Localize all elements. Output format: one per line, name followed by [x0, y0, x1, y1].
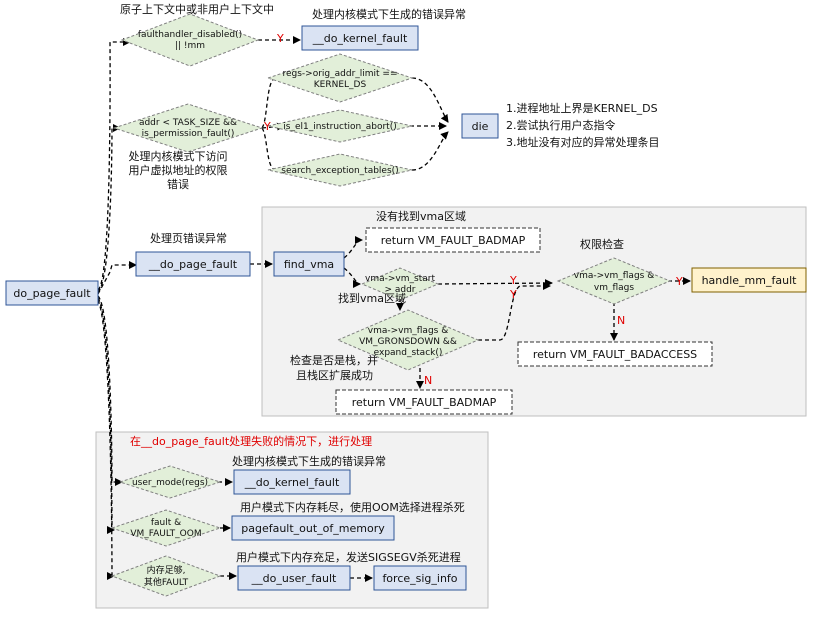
cond-faulthandler-line2: || !mm [175, 41, 205, 51]
force-sig-info-box [373, 565, 467, 591]
cond-oom-line2: VM_FAULT_OOM [130, 529, 201, 539]
page-fault-note: 处理页错误异常 [150, 231, 227, 245]
cond-search-tables-diamond [267, 153, 413, 187]
perm-check-note: 权限检查 [580, 237, 624, 251]
badmap2-label: return VM_FAULT_BADMAP [352, 396, 497, 409]
cond-grows-line1: vma->vm_flags & [368, 326, 448, 336]
badaccess-label: return VM_FAULT_BADACCESS [533, 348, 697, 361]
die-note-3: 3.地址没有对应的异常处理条目 [506, 135, 660, 149]
find-vma-label: find_vma [284, 258, 334, 271]
badmap1-box [365, 227, 541, 253]
cond-orig-line2: KERNEL_DS [314, 80, 367, 90]
cond-user-mode-diamond [118, 465, 222, 499]
handle-mm-fault-label: handle_mm_fault [702, 274, 798, 287]
cond-oom-line1: fault & [151, 518, 181, 528]
die-box [461, 113, 499, 139]
cond-other-line1: 内存足够, [147, 564, 186, 576]
cond-other-line2: 其他FAULT [144, 576, 189, 588]
badmap1-label: return VM_FAULT_BADMAP [381, 234, 526, 247]
cond-user-mode-label: user_mode(regs) [132, 478, 208, 488]
kernel-fault-bottom-note: 处理内核模式下生成的错误异常 [232, 454, 386, 468]
die-note-1: 1.进程地址上界是KERNEL_DS [506, 101, 658, 115]
do-page-fault-inner-box [135, 251, 251, 277]
die-label: die [472, 120, 489, 133]
kernel-fault-top-note: 处理内核模式下生成的错误异常 [312, 7, 466, 21]
do-kernel-fault-bottom-box [233, 469, 351, 495]
found-vma-note: 找到vma区域 [338, 291, 406, 305]
cond-task-size-diamond [112, 103, 264, 153]
yes-label-cond1: Y [276, 32, 284, 45]
cond-grows-line3: expand_stack() [374, 348, 443, 358]
die-note-2: 2.尝试执行用户态指令 [506, 118, 616, 132]
perm-note-3: 错误 [167, 177, 189, 191]
do-user-fault-box [237, 565, 351, 591]
cond-search-label: search_exception_tables() [281, 166, 398, 176]
handle-mm-fault-box [691, 267, 807, 293]
cond-orig-addr-limit-diamond [266, 53, 414, 103]
cond-task-size-line2: is_permission_fault() [142, 129, 235, 139]
no-vma-note: 没有找到vma区域 [376, 209, 466, 223]
force-sig-info-label: force_sig_info [382, 572, 457, 585]
ctx-top-note: 原子上下文中或非用户上下文中 [120, 2, 274, 16]
cond-vm-flags-line2: vm_flags [594, 283, 634, 293]
pagefault-oom-label: pagefault_out_of_memory [241, 522, 385, 535]
do-page-fault-label: do_page_fault [13, 287, 91, 300]
cond-grows-diamond [336, 309, 480, 371]
badaccess-box [517, 341, 713, 367]
find-vma-box [273, 251, 345, 277]
perm-note-2: 用户虚拟地址的权限 [129, 163, 228, 177]
sigsegv-note: 用户模式下内存充足，发送SIGSEGV杀死进程 [236, 550, 461, 564]
fail-header-note: 在__do_page_fault处理失败的情况下，进行处理 [130, 434, 372, 448]
cond-vm-flags-diamond [556, 257, 672, 305]
do-page-fault-inner-label: __do_page_fault [148, 258, 238, 271]
cond-faulthandler-line1: faulthandler_disabled() [138, 30, 242, 40]
yes-label-grows: Y [509, 288, 517, 301]
cond-vm-flags-line1: vma->vm_flags & [574, 271, 654, 281]
no-label-grows: N [424, 374, 432, 387]
cond-other-diamond [110, 555, 222, 597]
yes-label-vmstart: Y [509, 274, 517, 287]
cond-orig-line1: regs->orig_addr_limit == [282, 69, 397, 79]
cond-el1-abort-diamond [267, 109, 413, 143]
stack-note-1: 检查是否是栈，并 [290, 353, 378, 367]
badmap2-box [335, 389, 513, 415]
oom-note: 用户模式下内存耗尽，使用OOM选择进程杀死 [240, 500, 465, 514]
cond-task-size-line1: addr < TASK_SIZE && [139, 118, 237, 128]
do-kernel-fault-top-box [301, 25, 419, 51]
cond-vm-start-line2: > addr [384, 285, 415, 295]
cond-grows-line2: VM_GRONSDOWN && [359, 337, 457, 347]
cond-oom-diamond [110, 509, 222, 547]
cond-faulthandler-diamond [120, 13, 260, 67]
yes-label-cond2: Y [263, 120, 271, 133]
pagefault-oom-box [231, 515, 395, 541]
do-kernel-fault-bottom-label: __do_kernel_fault [244, 476, 340, 489]
cond-vm-start-line1: vma->vm_start [365, 274, 435, 284]
do-user-fault-label: __do_user_fault [251, 572, 337, 585]
do-page-fault-box [5, 280, 99, 306]
perm-note-1: 处理内核模式下访问 [129, 149, 228, 163]
stack-note-2: 且栈区扩展成功 [296, 368, 373, 382]
cond-el1-label: is_el1_instruction_abort() [283, 122, 396, 132]
cond-vm-start-diamond [360, 267, 440, 301]
yes-label-vmflags: Y [675, 275, 683, 288]
no-label-vmflags: N [617, 314, 625, 327]
do-kernel-fault-top-label: __do_kernel_fault [312, 32, 408, 45]
